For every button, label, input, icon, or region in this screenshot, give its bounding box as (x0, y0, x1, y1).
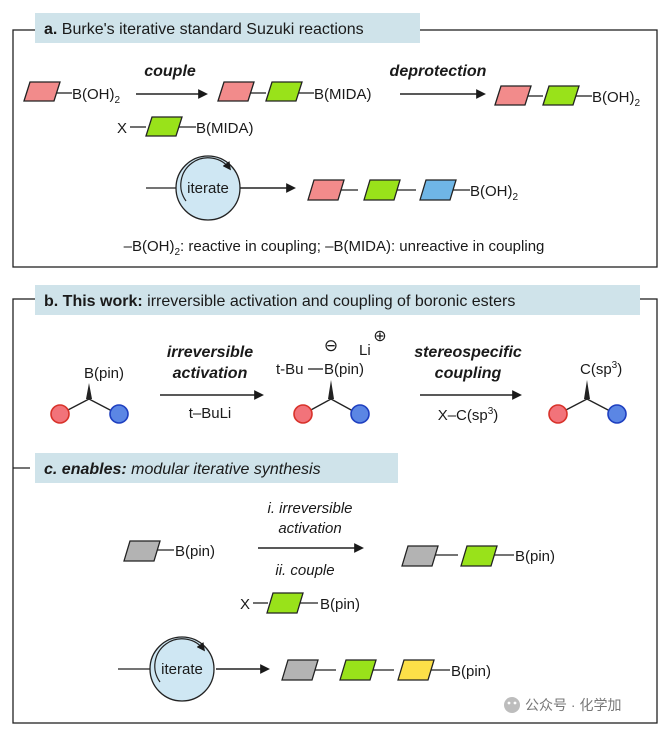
panel-a-header (35, 13, 420, 43)
block-pink (23, 81, 61, 102)
wedge-bond (584, 380, 590, 399)
red-ball (50, 404, 70, 424)
start-group: B(OH)2 (72, 86, 121, 106)
wechat-icon (504, 697, 520, 713)
reagent-x: X (117, 120, 127, 137)
b-product: C(sp3) (580, 360, 622, 378)
ate-plus: ⊕ (373, 328, 386, 345)
c-product-group: B(pin) (515, 548, 555, 565)
blue-ball (607, 404, 627, 424)
panel-c-header (35, 453, 398, 483)
wedge-bond (86, 383, 92, 399)
block-green (265, 81, 303, 102)
step-couple-label: couple (144, 63, 196, 80)
c-step-i: i. irreversible (267, 500, 352, 517)
c-start-group: B(pin) (175, 543, 215, 560)
b-step2-reagent: X–C(sp3) (438, 406, 499, 424)
bond (308, 398, 332, 412)
wedge-bond (328, 380, 334, 399)
watermark-text: 公众号 · 化学加 (525, 697, 621, 713)
block-green (145, 116, 183, 137)
mid-group: B(MIDA) (314, 86, 372, 103)
iterate-cycle-arrow (180, 157, 231, 202)
bond (586, 398, 611, 412)
bond (65, 398, 90, 412)
blue-ball (109, 404, 129, 424)
block-gray (123, 540, 161, 562)
c-step-i-line2: activation (278, 520, 341, 537)
panel-a-footnote: –B(OH)2: reactive in coupling; –B(MIDA):… (124, 238, 545, 258)
panel-b-title: b. This work: irreversible activation an… (44, 293, 515, 310)
ate-tbu: t-Bu (276, 361, 304, 378)
block-green (339, 659, 377, 681)
c-step-ii: ii. couple (275, 562, 334, 579)
step-deprotection-label: deprotection (390, 63, 487, 80)
panel-a-frame (12, 29, 658, 268)
block-green (363, 179, 401, 201)
red-ball (293, 404, 313, 424)
c-reagent-group: B(pin) (320, 596, 360, 613)
b-step1-line1: irreversible (167, 344, 253, 361)
watermark: 公众号 · 化学加 (504, 697, 621, 713)
b-start-group: B(pin) (84, 365, 124, 382)
iterate-label: iterate (187, 180, 229, 197)
panel-c-title: c. enables: modular iterative synthesis (44, 461, 321, 478)
block-pink (217, 81, 255, 102)
c-reagent-x: X (240, 596, 250, 613)
panel-a-title: a. Burke's iterative standard Suzuki rea… (44, 21, 364, 38)
bond (563, 398, 588, 412)
c-tri-group: B(pin) (451, 663, 491, 680)
block-pink (494, 85, 532, 106)
panel-c: c. enables: modular iterative synthesis … (13, 453, 555, 702)
panel-b: b. This work: irreversible activation an… (35, 285, 640, 424)
block-green (542, 85, 580, 106)
end-group: B(OH)2 (592, 89, 641, 109)
iterate-cycle-arrow (154, 638, 205, 683)
block-green (460, 545, 498, 567)
red-ball (548, 404, 568, 424)
ate-li: Li (359, 342, 371, 359)
b-step2-line2: coupling (435, 365, 502, 382)
ate-group: B(pin) (324, 361, 364, 378)
b-step1-line2: activation (173, 365, 248, 382)
reagent-group: B(MIDA) (196, 120, 254, 137)
block-blue (419, 179, 457, 201)
wechat-icon-eye (507, 701, 511, 705)
b-step1-reagent: t–BuLi (189, 405, 232, 422)
block-pink (307, 179, 345, 201)
bond (88, 398, 113, 412)
block-gray (401, 545, 439, 567)
c-iterate-label: iterate (161, 661, 203, 678)
block-yellow (397, 659, 435, 681)
block-gray (281, 659, 319, 681)
tri-group: B(OH)2 (470, 183, 519, 203)
ate-minus: ⊖ (324, 336, 338, 355)
blue-ball (350, 404, 370, 424)
panel-a: a. Burke's iterative standard Suzuki rea… (12, 13, 658, 268)
block-green (266, 592, 304, 614)
bond (330, 398, 354, 412)
wechat-icon-eye (513, 701, 517, 705)
panel-b-header (35, 285, 640, 315)
b-step2-line1: stereospecific (414, 344, 522, 361)
iterate-circle (149, 636, 215, 702)
